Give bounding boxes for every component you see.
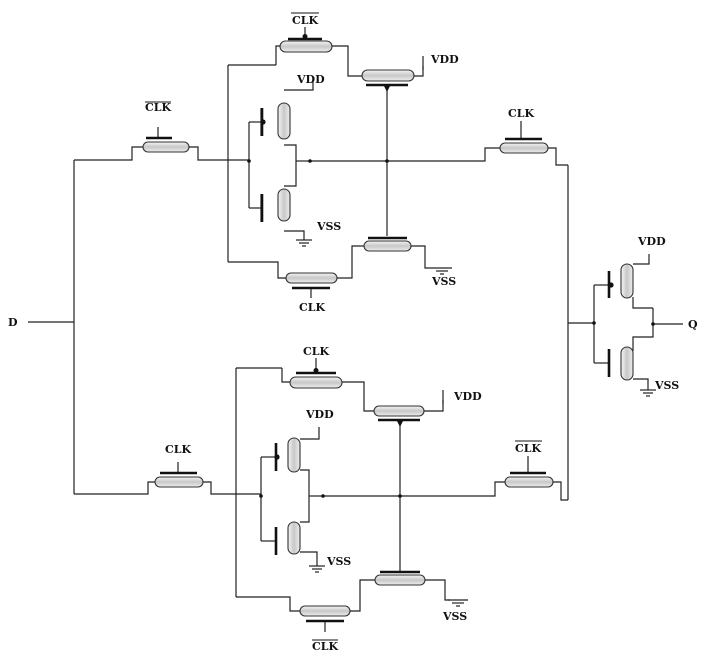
- tg2-transmission-gate: CLK: [499, 107, 549, 154]
- tg4-transmission-gate: CLK: [285, 272, 338, 314]
- vdd-label: VDD: [453, 390, 482, 403]
- vdd-label: VDD: [305, 408, 334, 421]
- d-input-label: D: [8, 316, 18, 329]
- lower-latch: CLK CLK VDD VDD VSS: [154, 345, 554, 653]
- output-nmos: VSS: [607, 346, 679, 397]
- tg-vdd-lower: VDD: [373, 390, 482, 427]
- clk-bar-label: CLK: [515, 442, 541, 455]
- output-pmos: VDD: [607, 235, 666, 299]
- upper-inverter-nmos: VSS: [260, 188, 341, 247]
- clk-label: CLK: [299, 301, 325, 314]
- clk-bar-label: CLK: [312, 640, 338, 653]
- vdd-label: VDD: [296, 73, 325, 86]
- vdd-label: VDD: [430, 53, 459, 66]
- clk-bar-label: CLK: [145, 101, 171, 114]
- clk-label: CLK: [165, 443, 191, 456]
- wires: [28, 45, 683, 612]
- upper-inverter-pmos: VDD: [260, 73, 325, 140]
- vss-label: VSS: [654, 379, 679, 392]
- vss-label: VSS: [431, 275, 456, 288]
- tg7-transmission-gate: CLK: [289, 345, 343, 389]
- lower-inverter-pmos: VDD: [274, 408, 334, 473]
- tg-vdd-upper: VDD: [361, 53, 459, 92]
- vss-label: VSS: [442, 610, 467, 623]
- lower-inverter-nmos: VSS: [274, 521, 351, 573]
- clk-label: CLK: [303, 345, 329, 358]
- tg8-transmission-gate: CLK: [299, 605, 351, 653]
- q-output-label: Q: [688, 318, 698, 331]
- tg-vss-upper: VSS: [363, 236, 456, 288]
- tg-vss-lower: VSS: [374, 570, 468, 623]
- tg5-transmission-gate: CLK: [154, 443, 204, 488]
- vdd-label: VDD: [637, 235, 666, 248]
- output-inverter: VDD VSS: [607, 235, 679, 397]
- vss-label: VSS: [316, 220, 341, 233]
- tg6-transmission-gate: CLK: [504, 440, 554, 488]
- tg1-transmission-gate: CLK: [142, 101, 190, 153]
- clk-label: CLK: [508, 107, 534, 120]
- clk-bar-label: CLK: [292, 14, 318, 27]
- tg3-transmission-gate: CLK: [279, 12, 333, 53]
- upper-latch: CLK CLK VDD VDD: [142, 12, 549, 314]
- vss-label: VSS: [326, 555, 351, 568]
